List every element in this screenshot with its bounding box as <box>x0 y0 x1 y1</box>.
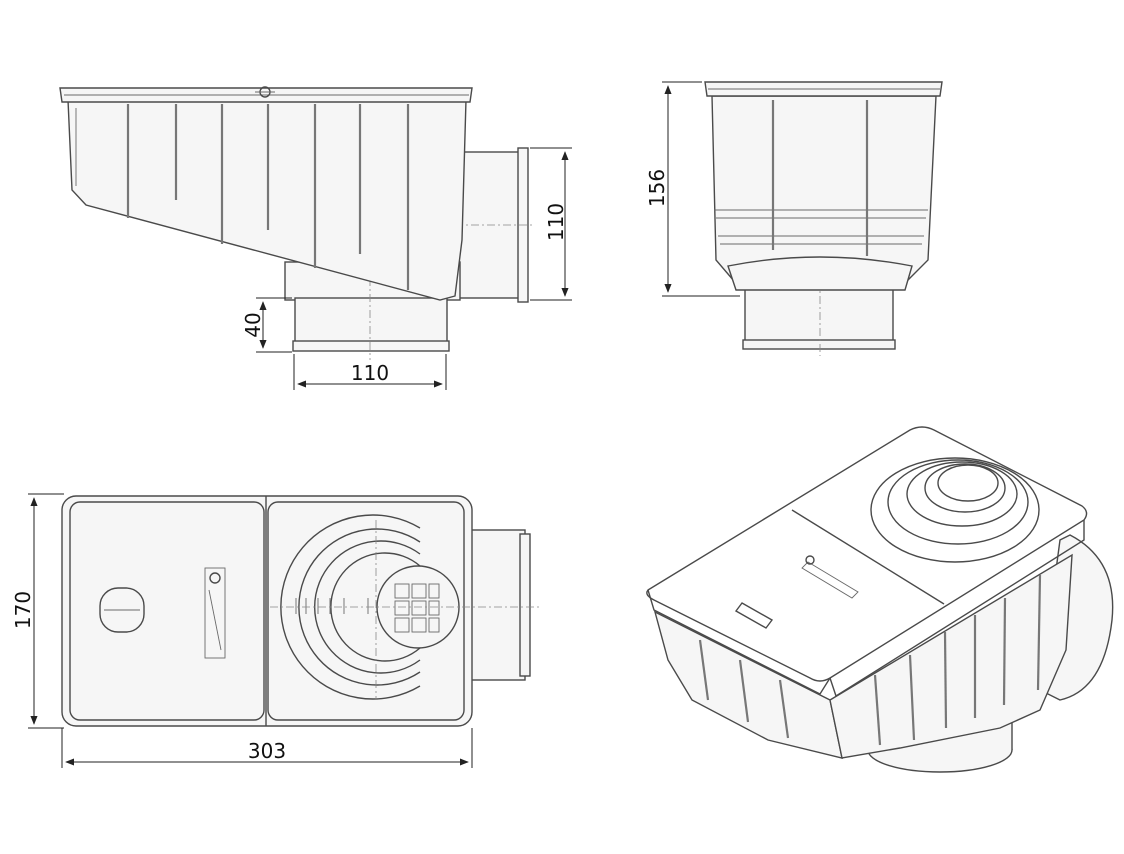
plan-outlet-pipe <box>469 529 526 681</box>
isometric-view <box>646 426 1114 773</box>
bucket-lid-icon <box>870 457 1040 563</box>
bottom-outlet-pipe <box>294 297 448 345</box>
grate-right <box>267 501 465 721</box>
front-view: 156 <box>645 81 943 356</box>
manufacturer-logo-icon <box>801 555 859 599</box>
dimension-plan-length: 303 <box>248 739 286 763</box>
dimension-side-outlet: 110 <box>544 203 568 241</box>
dimension-plan-width: 170 <box>11 591 35 629</box>
dimension-bottom-outlet-depth: 40 <box>241 312 265 337</box>
side-view: 110 40 110 <box>59 86 572 390</box>
manufacturer-logo-icon <box>204 567 226 659</box>
plan-view: 170 303 <box>11 493 540 768</box>
grate-pattern-icon <box>394 583 440 633</box>
grate-left <box>69 501 265 721</box>
plan-outline <box>61 495 473 727</box>
dimension-bottom-outlet-width: 110 <box>351 361 389 385</box>
dimension-total-height: 156 <box>645 169 669 207</box>
lift-slot <box>99 587 145 633</box>
